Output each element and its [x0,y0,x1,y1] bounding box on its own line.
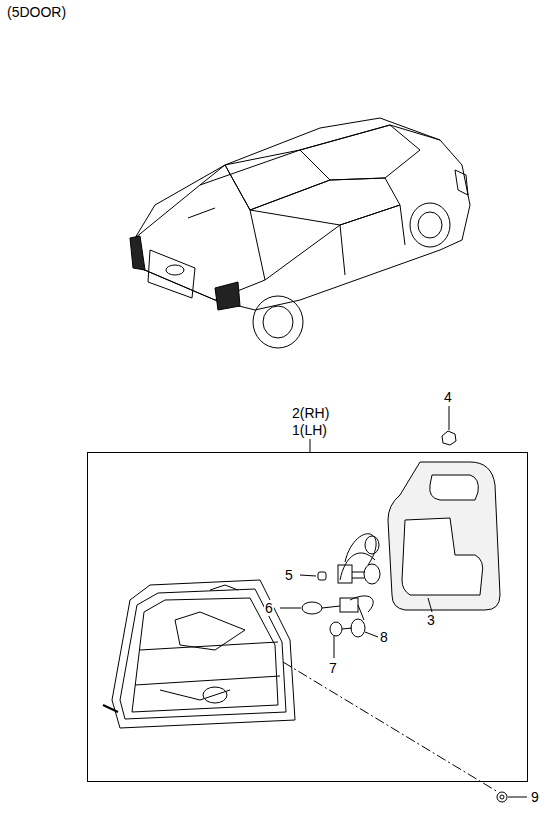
assembly-box: 2(RH)1(LH) [87,452,528,782]
nut [500,795,504,799]
socket-harness [302,534,380,637]
callout-number: 3 [426,612,436,628]
leader-lines [280,406,527,797]
part-number: 2(RH) [291,405,330,422]
part-number: 1(LH) [291,422,328,439]
callout-number: 7 [328,660,338,676]
nut [497,792,507,802]
callout-number: 9 [530,789,540,805]
gasket [388,462,500,610]
nut [442,431,456,445]
callout-number: 8 [379,629,389,645]
callout-number: 5 [284,567,294,583]
variant-note: (5DOOR) [6,4,67,20]
callout-number: 6 [264,600,274,616]
tail-lamp [103,580,295,728]
callout-number: 4 [443,389,453,405]
car-illustration [130,118,470,348]
